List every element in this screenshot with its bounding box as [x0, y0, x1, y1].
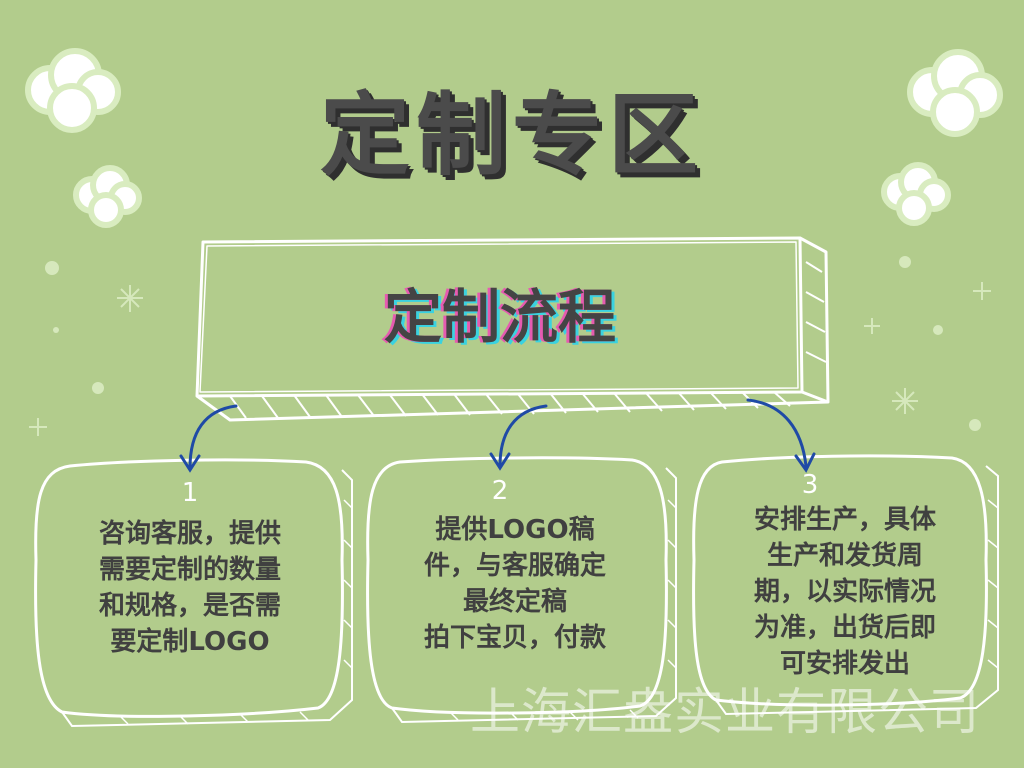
watermark: 上海汇盎实业有限公司 [470, 672, 990, 744]
step-number-1: 1 [170, 478, 210, 508]
banner-label: 定制流程 [200, 270, 800, 354]
step-number-3: 3 [790, 470, 830, 500]
step-text-1: 咨询客服，提供 需要定制的数量 和规格，是否需 要定制LOGO [60, 516, 320, 660]
page-title: 定制专区 [0, 62, 1024, 192]
step-text-3: 安排生产，具体 生产和发货周 期，以实际情况 为准，出货后即 可安排发出 [720, 502, 970, 682]
step-text-2: 提供LOGO稿 件，与客服确定 最终定稿 拍下宝贝，付款 [390, 512, 640, 656]
step-number-2: 2 [480, 476, 520, 506]
